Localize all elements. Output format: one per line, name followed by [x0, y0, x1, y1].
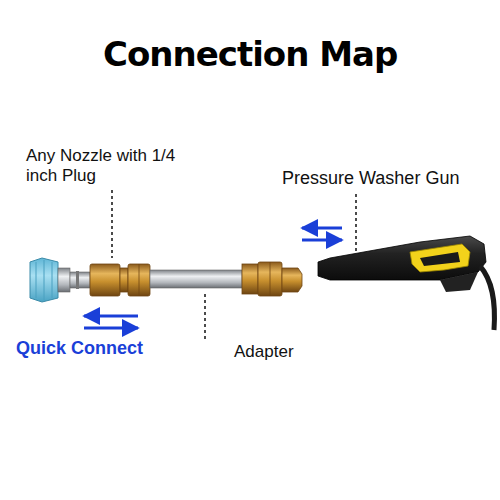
part-label: Pressure Washer Gun [282, 168, 459, 189]
diagram-title: Connection Map [103, 34, 397, 74]
steel-tube [150, 270, 242, 288]
quick-connect-coupler [90, 264, 150, 296]
brass-adapter [242, 262, 302, 296]
connection-label: Quick Connect [16, 338, 143, 359]
part-label: Any Nozzle with 1/4 inch Plug [26, 146, 186, 187]
connection-arrows [84, 228, 342, 328]
pressure-washer-gun [318, 236, 494, 330]
part-label: Adapter [234, 342, 294, 362]
nozzle [30, 258, 90, 302]
leader-lines [112, 190, 356, 342]
